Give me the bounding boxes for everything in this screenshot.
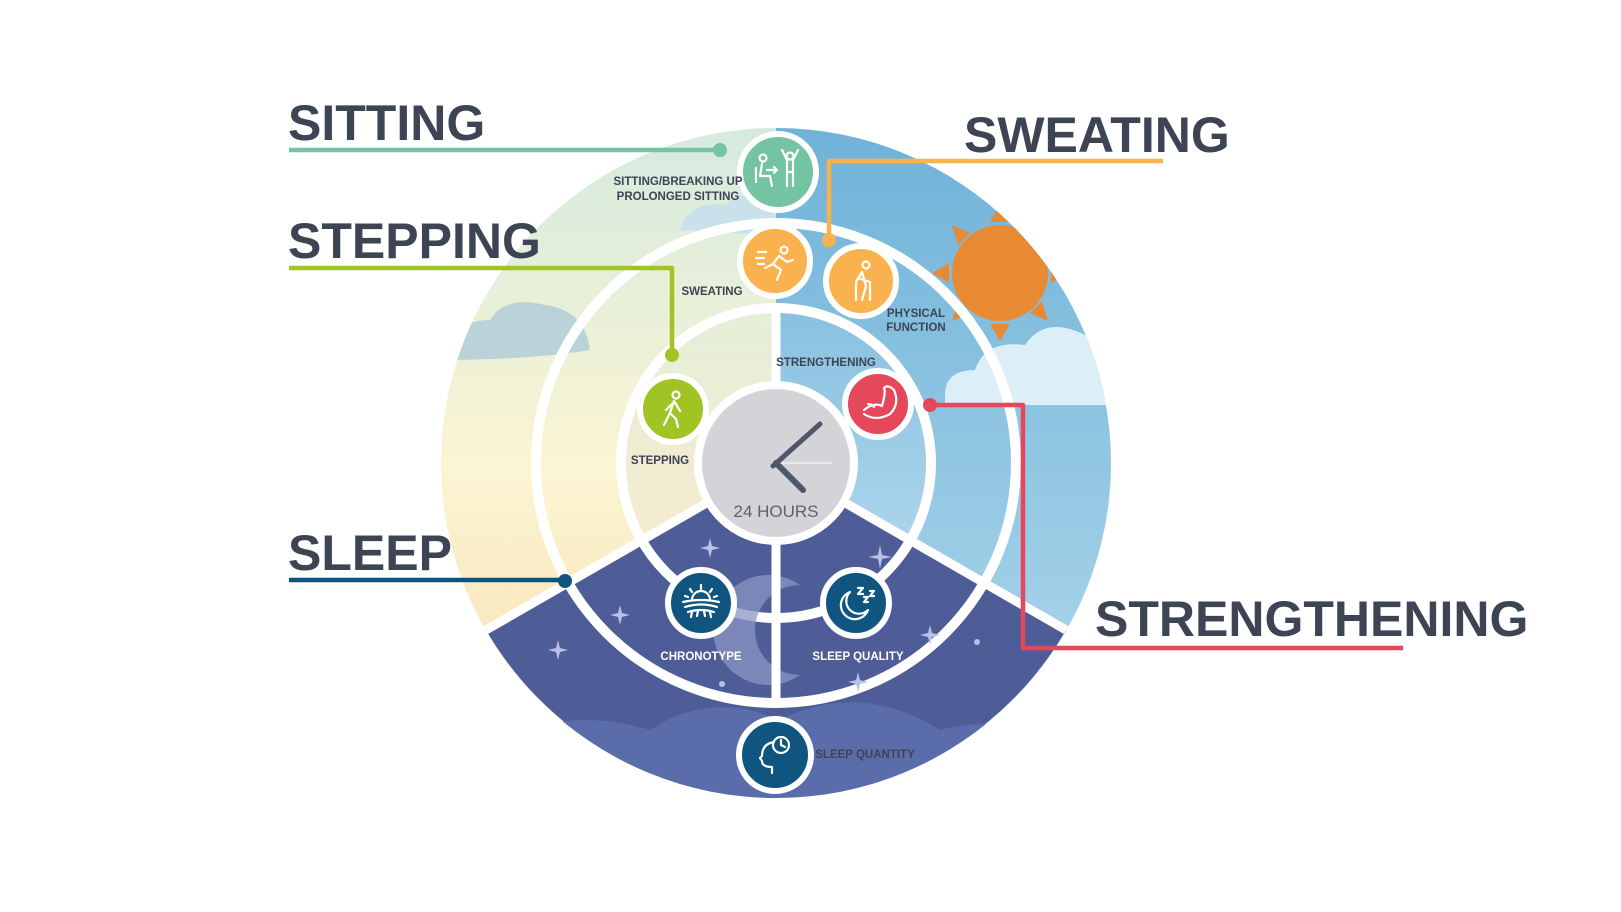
- stepping-connector: [289, 265, 675, 355]
- node-strengthening[interactable]: STRENGTHENING: [776, 357, 914, 440]
- running-icon: [754, 245, 795, 282]
- center-clock: 24 HOURS: [694, 381, 858, 545]
- flexed-arm-icon: [862, 385, 898, 420]
- sweating-connector: [826, 158, 1163, 240]
- node-strengthening-label: STRENGTHENING: [776, 357, 876, 369]
- node-sleep-quantity-label: SLEEP QUANTITY: [815, 749, 915, 761]
- sweating-dot: [822, 233, 836, 247]
- node-sleep-quality-label: SLEEP QUALITY: [812, 651, 903, 663]
- node-sweating[interactable]: SWEATING: [681, 223, 813, 299]
- cloud-left: [441, 302, 590, 360]
- node-stepping-label: STEPPING: [631, 455, 689, 467]
- sit-stand-icon: [754, 148, 800, 188]
- node-sleep-quantity[interactable]: SLEEP QUANTITY: [736, 716, 915, 794]
- node-chronotype[interactable]: CHRONOTYPE: [660, 567, 742, 663]
- sun-icon: [932, 205, 1068, 341]
- node-sweating-label: SWEATING: [681, 286, 742, 298]
- moon-zzz-icon: [839, 586, 876, 621]
- elderly-cane-icon: [854, 260, 872, 302]
- stepping-dot: [665, 348, 679, 362]
- node-physical-function-label-2: FUNCTION: [886, 322, 945, 334]
- clock-hour-hand: [773, 460, 806, 493]
- clock-minute-hand: [770, 421, 823, 469]
- node-sitting-label-2: PROLONGED SITTING: [617, 191, 740, 203]
- node-chronotype-label: CHRONOTYPE: [660, 651, 741, 663]
- connectors: [289, 147, 1403, 651]
- node-stepping[interactable]: STEPPING: [631, 373, 709, 467]
- head-clock-icon: [758, 735, 791, 775]
- center-label: 24 HOURS: [733, 502, 818, 521]
- title-sleep: SLEEP: [288, 525, 452, 581]
- node-sleep-quality[interactable]: SLEEP QUALITY: [812, 567, 904, 663]
- title-strengthening: STRENGTHENING: [1095, 591, 1528, 647]
- node-sitting-label-1: SITTING/BREAKING UP: [613, 176, 742, 188]
- title-stepping: STEPPING: [288, 213, 541, 269]
- strengthening-connector: [930, 402, 1403, 651]
- sunrise-icon: [681, 583, 721, 619]
- node-physical-function[interactable]: PHYSICAL FUNCTION: [823, 243, 946, 334]
- title-sitting: SITTING: [288, 95, 485, 151]
- strengthening-dot: [923, 398, 937, 412]
- title-sweating: SWEATING: [964, 107, 1230, 163]
- sleep-dot: [558, 574, 572, 588]
- node-sitting[interactable]: SITTING/BREAKING UP PROLONGED SITTING: [613, 131, 819, 213]
- cloud-right: [945, 327, 1111, 405]
- sitting-dot: [713, 143, 727, 157]
- walking-icon: [662, 390, 682, 429]
- node-physical-function-label-1: PHYSICAL: [887, 308, 945, 320]
